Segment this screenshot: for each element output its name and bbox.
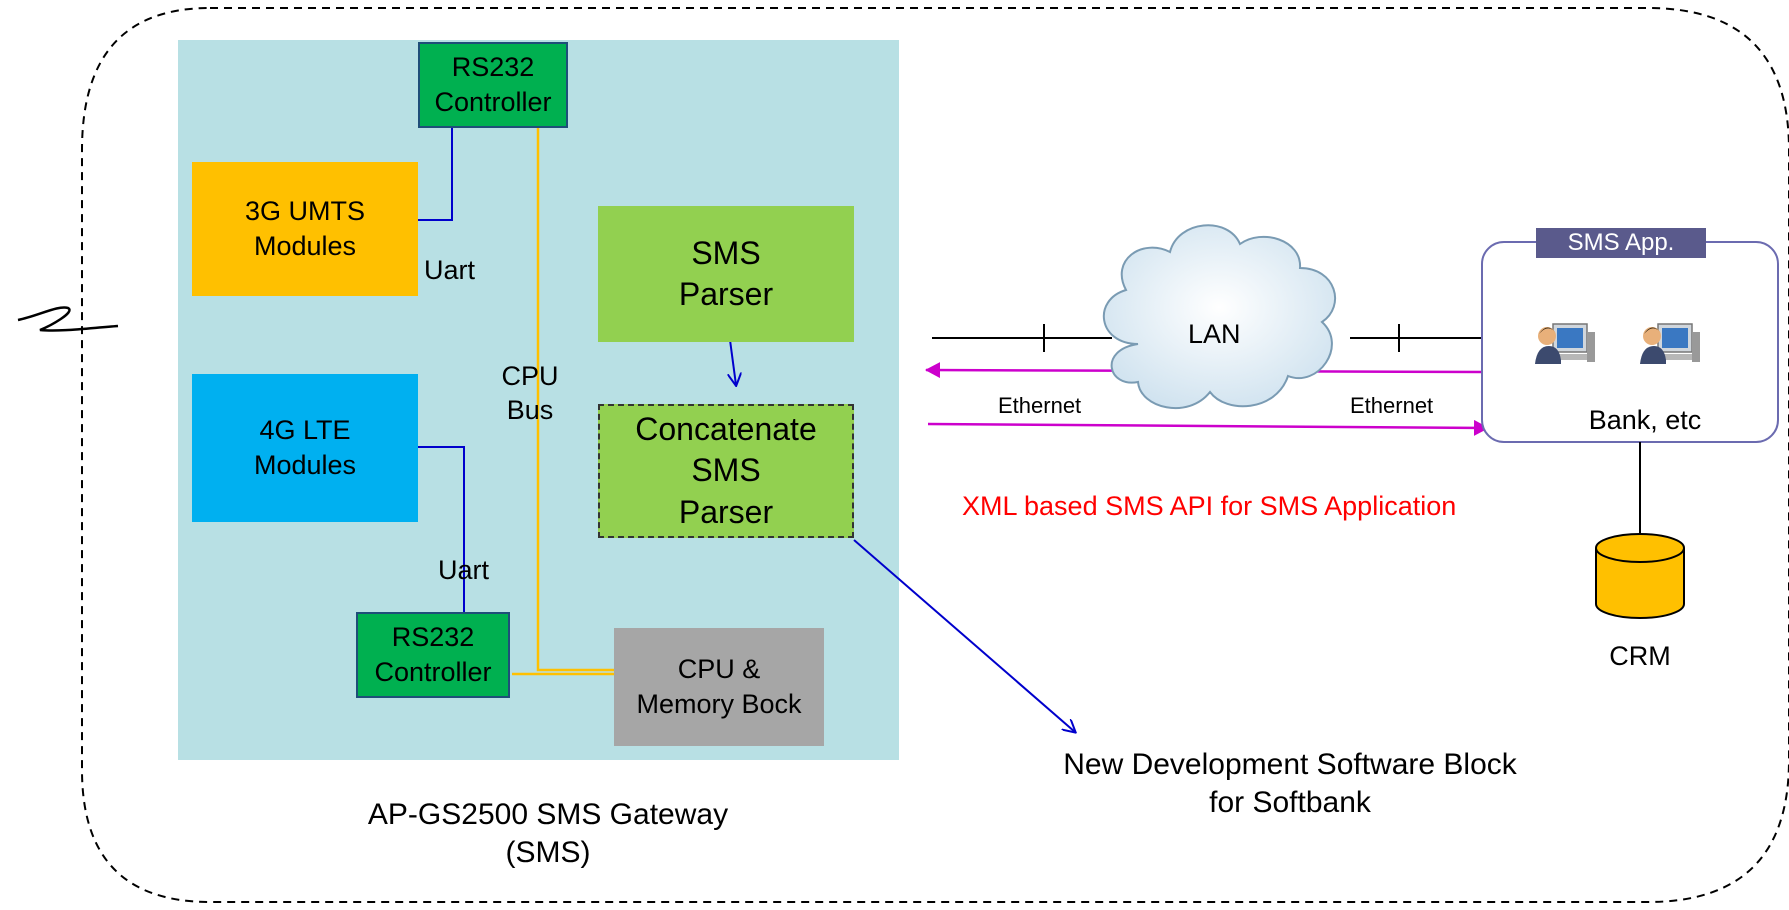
sms-app-title: SMS App. [1567, 229, 1675, 256]
sms-app-title-bg [1536, 228, 1706, 258]
uart-link-top [416, 128, 453, 221]
system-boundary [81, 7, 1789, 903]
ethernet-arrow-outbound [927, 419, 1489, 436]
operator-icon [1640, 323, 1700, 364]
uart-link-bottom [416, 446, 465, 620]
gateway-caption: AP-GS2500 SMS Gateway (SMS) [367, 798, 729, 869]
new-development-caption: New Development Software Block for Softb… [1063, 748, 1517, 819]
rs232-controller-top: RS232 Controller [418, 42, 568, 128]
rs232-controller-bottom: RS232 Controller [356, 612, 510, 698]
cpu-bus-label: CPU Bus [501, 361, 559, 425]
lan-label: LAN [1188, 319, 1241, 349]
new-block-pointer [853, 539, 1075, 732]
xml-api-note: XML based SMS API for SMS Application [962, 491, 1457, 521]
ethernet-label-right: Ethernet [1350, 393, 1434, 418]
uart-label-bottom: Uart [438, 555, 490, 585]
parser-flow-arrow [730, 339, 736, 385]
operator-icon [1535, 323, 1595, 364]
uart-label-top: Uart [424, 255, 476, 285]
scribble-mark [17, 306, 119, 332]
cpu-bus-line [536, 128, 616, 672]
crm-label: CRM [1609, 641, 1671, 671]
sms-parser-block: SMS Parser [598, 206, 854, 342]
lte-modules-block: 4G LTE Modules [192, 374, 418, 522]
umts-modules-block: 3G UMTS Modules [192, 162, 418, 296]
ethernet-label-left: Ethernet [998, 393, 1082, 418]
concatenate-sms-parser-block: Concatenate SMS Parser [598, 404, 854, 538]
cpu-memory-block: CPU & Memory Bock [614, 628, 824, 746]
cloud-icon [1102, 224, 1337, 409]
bank-label: Bank, etc [1588, 405, 1702, 435]
database-icon [1595, 533, 1685, 619]
